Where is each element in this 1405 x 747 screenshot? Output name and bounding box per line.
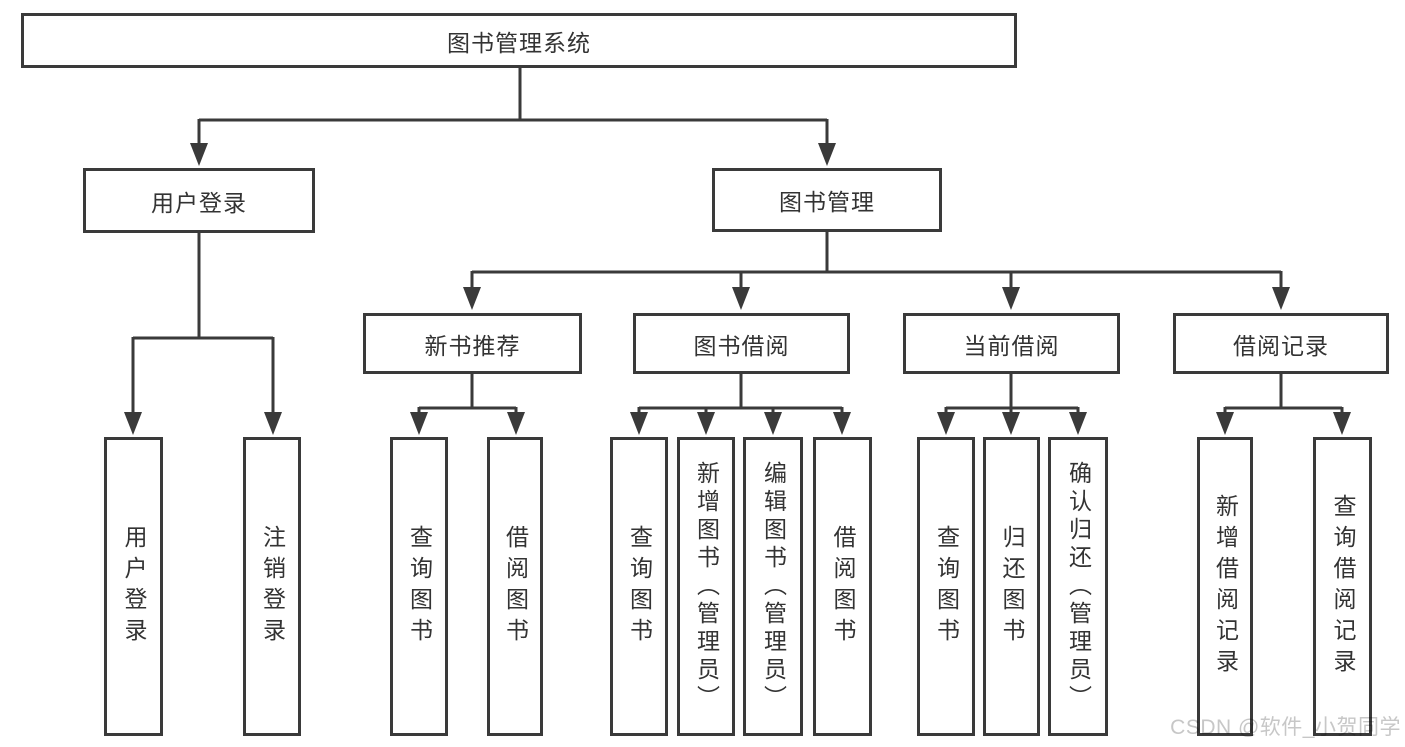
- leaf-query-borrow-record: 查询借阅记录: [1313, 437, 1372, 736]
- node-user-login: 用户登录: [83, 168, 315, 233]
- node-label: 编辑图书（管理员）: [760, 460, 787, 713]
- node-new-book-recommend: 新书推荐: [363, 313, 582, 374]
- node-label: 确认归还（管理员）: [1065, 460, 1092, 713]
- leaf-add-borrow-record: 新增借阅记录: [1197, 437, 1253, 736]
- leaf-current-query-books: 查询图书: [917, 437, 975, 736]
- node-label: 注销登录: [259, 524, 286, 649]
- node-book-borrow: 图书借阅: [633, 313, 850, 374]
- node-label: 新增借阅记录: [1212, 493, 1239, 680]
- node-label: 图书管理: [779, 189, 875, 215]
- leaf-add-books-admin: 新增图书（管理员）: [677, 437, 735, 736]
- node-label: 用户登录: [121, 524, 147, 649]
- node-label: 借阅图书: [502, 524, 529, 649]
- leaf-return-books: 归还图书: [983, 437, 1040, 736]
- node-label: 新增图书（管理员）: [693, 460, 720, 713]
- node-label: 新书推荐: [424, 332, 521, 359]
- node-label: 查询图书: [933, 524, 960, 649]
- leaf-borrow-query-books: 查询图书: [610, 437, 668, 736]
- leaf-borrow-borrow-books: 借阅图书: [813, 437, 872, 736]
- csdn-watermark: CSDN @软件_小贺同学: [1170, 716, 1401, 739]
- leaf-logout: 注销登录: [243, 437, 301, 736]
- node-borrow-records: 借阅记录: [1173, 313, 1389, 374]
- leaf-recommend-query-books: 查询图书: [390, 437, 448, 736]
- node-label: 图书借阅: [693, 332, 790, 359]
- node-label: 查询图书: [626, 524, 653, 649]
- node-label: 借阅图书: [830, 524, 856, 649]
- node-label: 查询图书: [406, 524, 433, 649]
- node-label: 查询借阅记录: [1330, 493, 1356, 680]
- node-label: 借阅记录: [1233, 332, 1329, 359]
- node-label: 图书管理系统: [447, 29, 591, 56]
- node-book-management: 图书管理: [712, 168, 942, 232]
- leaf-recommend-borrow-books: 借阅图书: [487, 437, 543, 736]
- node-current-borrow: 当前借阅: [903, 313, 1120, 374]
- arrowheads: [124, 143, 1351, 435]
- leaf-confirm-return-admin: 确认归还（管理员）: [1048, 437, 1108, 736]
- leaf-edit-books-admin: 编辑图书（管理员）: [743, 437, 803, 736]
- leaf-user-login: 用户登录: [104, 437, 163, 736]
- node-label: 当前借阅: [963, 332, 1060, 359]
- node-label: 归还图书: [999, 524, 1025, 649]
- node-root-library-management-system: 图书管理系统: [21, 13, 1017, 68]
- node-label: 用户登录: [151, 189, 247, 216]
